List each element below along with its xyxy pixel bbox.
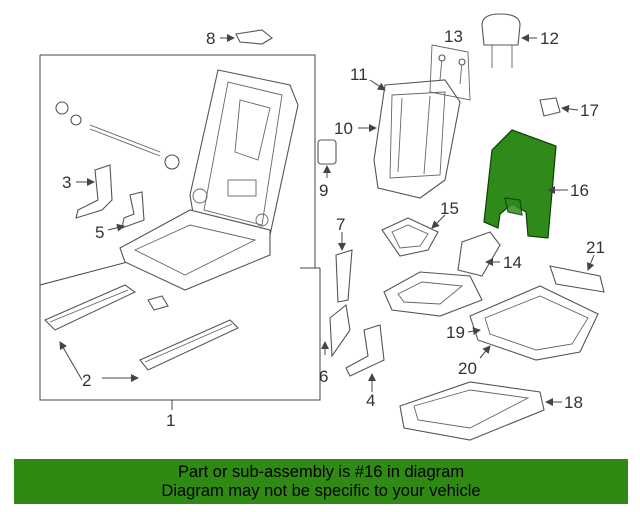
part-18-pan bbox=[399, 381, 562, 441]
part-12-headrest bbox=[481, 13, 537, 68]
part-17-clip bbox=[539, 97, 579, 117]
banner-line-1: Part or sub-assembly is #16 in diagram bbox=[177, 463, 465, 481]
callout-18: 18 bbox=[564, 393, 583, 412]
callout-13: 13 bbox=[444, 27, 463, 46]
part-5-bracket bbox=[107, 191, 145, 232]
callout-19: 19 bbox=[446, 323, 465, 342]
callout-6: 6 bbox=[319, 367, 328, 386]
part-7-strip bbox=[335, 232, 353, 303]
callout-2: 2 bbox=[82, 371, 91, 390]
part-3-bracket bbox=[75, 164, 113, 219]
callout-5: 5 bbox=[95, 223, 104, 242]
part-13-guides bbox=[429, 44, 471, 101]
callout-16: 16 bbox=[570, 181, 589, 200]
callout-15: 15 bbox=[440, 199, 459, 218]
part-10-seat-back bbox=[358, 79, 461, 199]
part-15-tray bbox=[381, 214, 446, 257]
part-14-bracket bbox=[457, 231, 501, 277]
callout-9: 9 bbox=[319, 181, 328, 200]
banner-line-2: Diagram may not be specific to your vehi… bbox=[161, 482, 481, 500]
callout-4: 4 bbox=[366, 391, 375, 410]
callout-1: 1 bbox=[166, 411, 175, 430]
part-20-cushion bbox=[467, 285, 599, 361]
callout-14: 14 bbox=[503, 253, 522, 272]
part-21-pad bbox=[549, 254, 605, 293]
callout-3: 3 bbox=[62, 173, 71, 192]
part-6-trim bbox=[321, 303, 351, 358]
part-9-latch bbox=[317, 139, 337, 178]
callout-20: 20 bbox=[458, 359, 477, 378]
callout-12: 12 bbox=[540, 29, 559, 48]
callout-17: 17 bbox=[580, 101, 599, 120]
info-banner: Part or sub-assembly is #16 in diagram D… bbox=[14, 459, 628, 504]
part-19-cushion-base bbox=[383, 271, 483, 317]
callout-7: 7 bbox=[336, 215, 345, 234]
callout-10: 10 bbox=[334, 119, 353, 138]
frame-hardware bbox=[55, 101, 180, 170]
callout-labels: 1 2 3 4 5 6 7 8 9 10 11 12 13 14 15 16 1… bbox=[62, 27, 605, 430]
callout-8: 8 bbox=[206, 29, 215, 48]
callout-11: 11 bbox=[350, 65, 368, 84]
part-16-back-panel[interactable] bbox=[483, 129, 568, 239]
part-8-clip bbox=[220, 29, 273, 45]
part-4-trim bbox=[345, 324, 385, 392]
callout-21: 21 bbox=[586, 238, 605, 257]
frame-assembly-box bbox=[39, 54, 321, 401]
seat-frame bbox=[119, 69, 299, 291]
seat-tracks bbox=[44, 284, 239, 382]
